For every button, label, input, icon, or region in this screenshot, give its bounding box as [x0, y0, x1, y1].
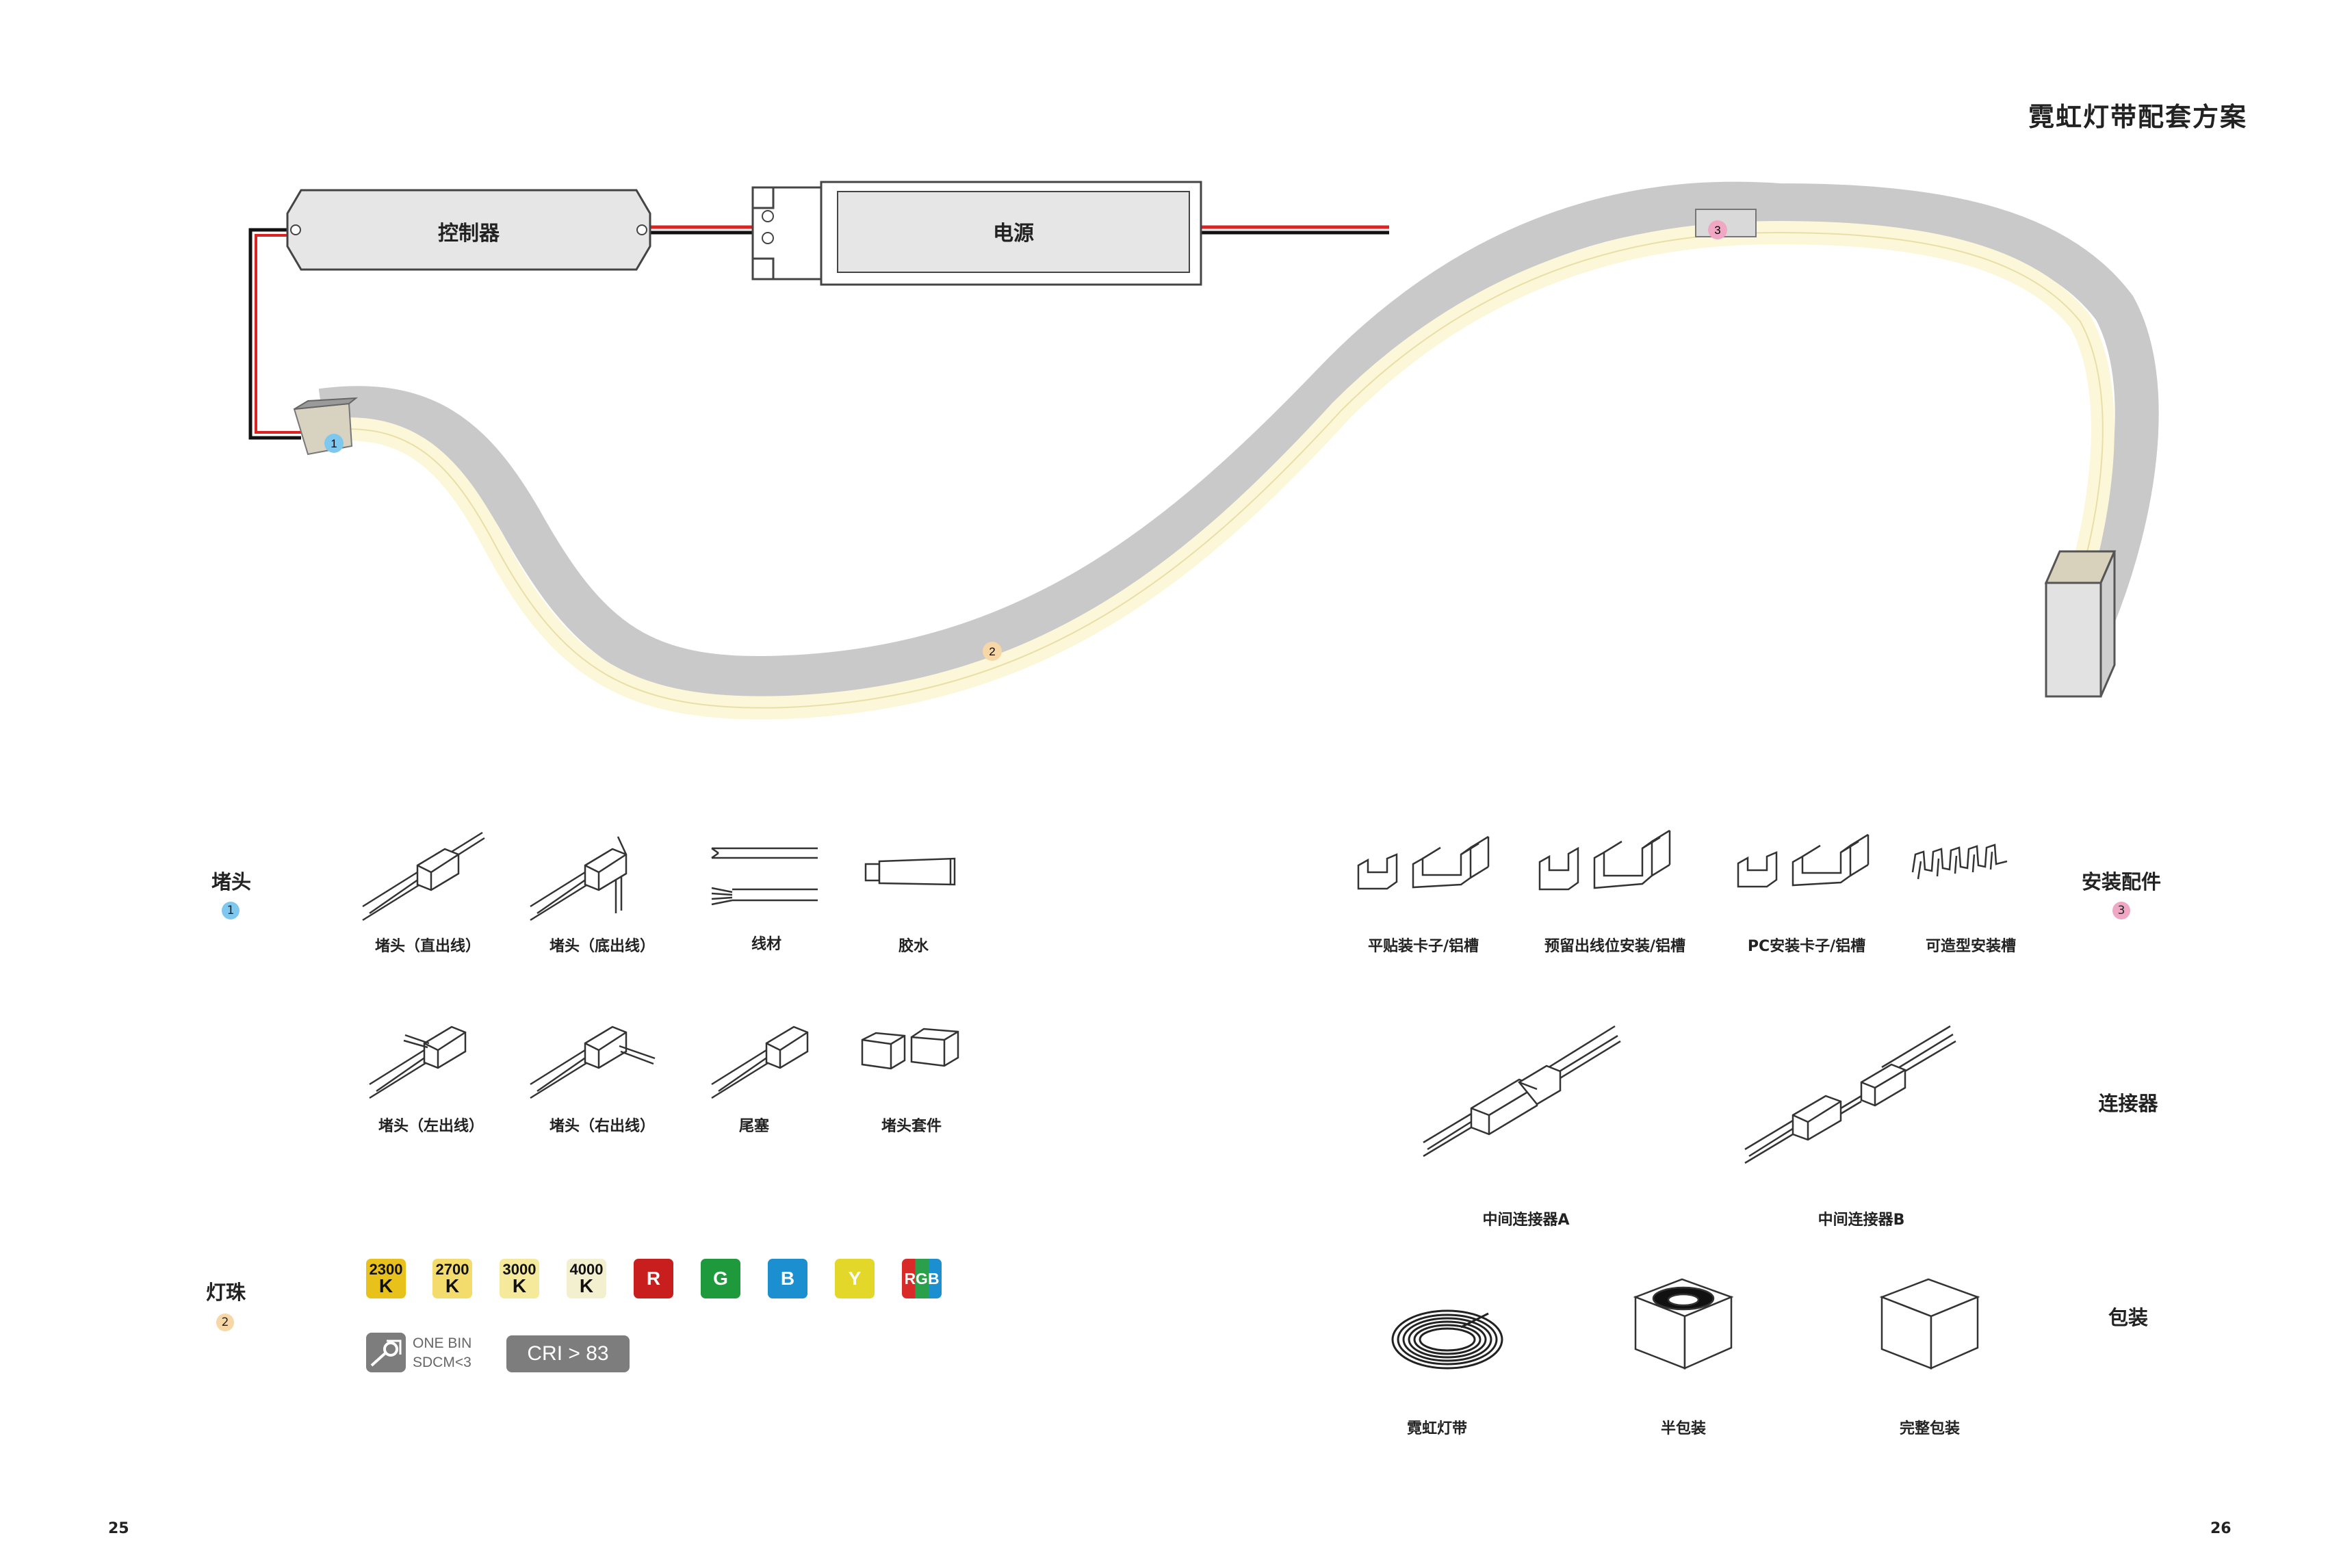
half-package-icon [1629, 1272, 1738, 1375]
marker-2: 2 [983, 642, 1002, 661]
mounting-item-label: 可造型安装槽 [1925, 938, 2016, 955]
swatch-bottom-text: K [512, 1275, 527, 1296]
page-title: 霓虹灯带配套方案 [2028, 102, 2247, 132]
power-supply-box [751, 181, 1202, 286]
endcap-item-label: 线材 [751, 936, 781, 953]
swatch-top-text: 3000 [502, 1261, 536, 1278]
power-output-wire [1201, 225, 1389, 235]
neon-strip-side [318, 181, 2159, 700]
marker-3-label: 3 [1714, 224, 1720, 237]
middle-connector-b-icon [1738, 1019, 1957, 1177]
marker-3: 3 [1708, 220, 1727, 239]
mounting-item-label: 平贴装卡子/铝槽 [1367, 938, 1479, 955]
swatch-bottom-text: K [445, 1275, 460, 1296]
endcap-straight-icon [356, 824, 493, 927]
shapeable-channel-icon [1906, 831, 2015, 900]
endcap-item-label: 堵头（底出线） [549, 938, 655, 955]
mounting-section-title: 安装配件 [2081, 870, 2161, 893]
page-number-left: 25 [108, 1520, 129, 1537]
page-number-right: 26 [2210, 1520, 2232, 1537]
middle-connector-a-icon [1417, 1019, 1622, 1170]
controller-box [286, 189, 651, 271]
led-section-title: 灯珠 [205, 1281, 246, 1304]
package-section-title: 包装 [2108, 1306, 2148, 1329]
strip-end-endcap [2044, 550, 2117, 698]
connector-section-title: 连接器 [2098, 1092, 2158, 1115]
power-supply-label: 电源 [993, 222, 1034, 246]
swatch-top-text: 4000 [569, 1261, 604, 1278]
flat-clip-channel-icon [1351, 831, 1502, 913]
color-blue-swatch: B [768, 1259, 807, 1298]
tail-plug-icon [705, 1002, 842, 1105]
endcap-kit-icon [855, 1019, 972, 1081]
endcap-item-label: 堵头（直出线） [374, 938, 480, 955]
package-item-label: 完整包装 [1899, 1420, 1960, 1437]
onebin-text: ONE BIN SDCM<3 [413, 1334, 471, 1372]
endcap-section-badge: 1 [222, 902, 240, 919]
package-item-label: 半包装 [1660, 1420, 1706, 1437]
endcap-item-label: 堵头（右出线） [549, 1118, 655, 1135]
color-green-swatch: G [701, 1259, 740, 1298]
onebin-line2: SDCM<3 [413, 1355, 471, 1370]
marker-1-label: 1 [331, 437, 337, 450]
controller-to-strip-wire [248, 228, 301, 440]
wire-icon [698, 835, 821, 917]
controller-label: 控制器 [438, 222, 500, 246]
endcap-item-label: 堵头套件 [881, 1118, 942, 1135]
color-yellow-swatch: Y [835, 1259, 875, 1298]
full-package-icon [1875, 1272, 1984, 1375]
led-section-badge: 2 [216, 1314, 234, 1331]
package-item-label: 霓虹灯带 [1406, 1420, 1467, 1437]
glue-tube-icon [859, 852, 968, 900]
reserved-outlet-channel-icon [1533, 821, 1683, 910]
swatch-bottom-text: K [378, 1275, 393, 1296]
mounting-item-label: PC安装卡子/铝槽 [1747, 938, 1866, 955]
color-rgb-swatch: RGB [902, 1259, 942, 1298]
connector-item-label: 中间连接器B [1818, 1212, 1905, 1229]
pc-clip-channel-icon [1731, 828, 1882, 910]
cri-badge: CRI > 83 [506, 1335, 630, 1372]
swatch-top-text: 2300 [369, 1261, 403, 1278]
neon-strip-wiring-diagram: 1 2 3 [248, 181, 2159, 720]
color-red-swatch: R [634, 1259, 673, 1298]
binning-icon [366, 1333, 406, 1372]
endcap-item-label: 堵头（左出线） [378, 1118, 484, 1135]
onebin-line1: ONE BIN [413, 1335, 472, 1351]
swatch-bottom-text: K [579, 1275, 594, 1296]
coiled-neon-strip-icon [1386, 1300, 1509, 1375]
endcap-right-icon [523, 1002, 660, 1105]
endcap-item-label: 胶水 [898, 938, 929, 955]
marker-2-label: 2 [989, 645, 995, 658]
endcap-item-label: 尾塞 [738, 1118, 769, 1135]
mounting-section-badge: 3 [2112, 902, 2130, 919]
mounting-item-label: 预留出线位安装/铝槽 [1544, 938, 1686, 955]
connector-item-label: 中间连接器A [1482, 1212, 1570, 1229]
swatch-top-text: 2700 [435, 1261, 469, 1278]
endcap-bottom-icon [523, 824, 660, 927]
controller-to-power-wire [650, 225, 753, 235]
endcap-left-icon [363, 1002, 500, 1105]
marker-1: 1 [324, 434, 344, 453]
endcap-section-title: 堵头 [211, 870, 251, 893]
